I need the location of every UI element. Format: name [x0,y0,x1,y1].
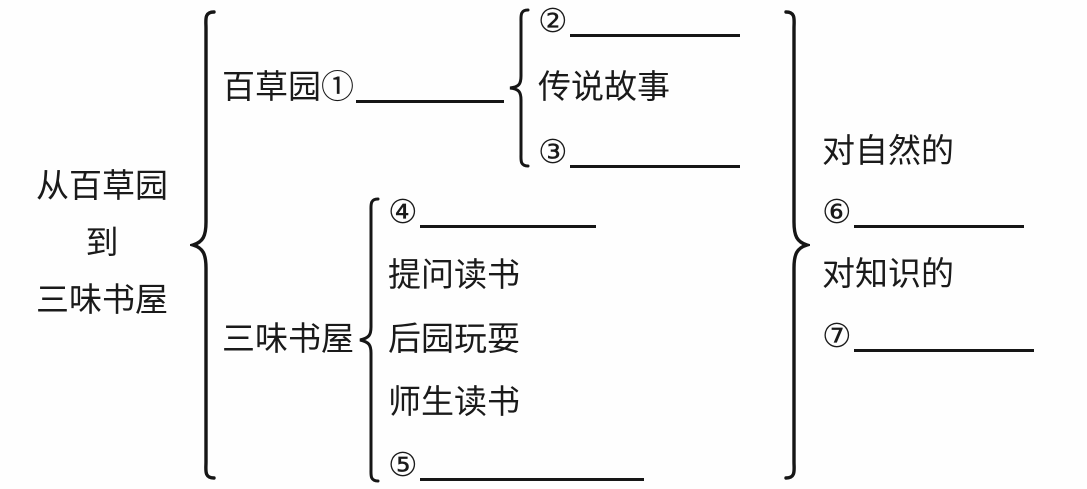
blank-line-4 [419,225,596,228]
group-label-sanweishuwu: 三味书屋 [222,321,354,358]
group1-items: ② 传说故事 ③ [538,6,740,170]
brace-right-icon [784,9,810,480]
item-text: 后园玩耍 [388,321,520,358]
item-text: 师生读书 [388,384,520,421]
brace-group1-icon [508,8,530,168]
group-sanweishuwu: 三味书屋 ④ 提问读书 后园玩耍 师生读书 [222,197,782,483]
branches: 百草园① ② 传说故事 ③ 三味书屋 [222,0,782,489]
item-text: ④ [388,195,418,231]
group-label-text: 百草园① [222,69,354,106]
root-title-line: 从百草园 [36,169,168,206]
item-text: 对知识的 [822,257,954,293]
tree-item: ② [538,6,740,39]
group-label-text: 三味书屋 [222,321,354,358]
root-title-line: 到 [85,226,119,263]
brace-group2-icon [358,197,380,483]
group2-items: ④ 提问读书 后园玩耍 师生读书 ⑤ [388,197,644,483]
item-text: ③ [538,135,568,171]
group-label-baicaoyuan: 百草园① [222,69,504,106]
conclusion-item: 对知识的 [822,253,1034,298]
item-text: 传说故事 [538,69,670,106]
group-baicaoyuan: 百草园① ② 传说故事 ③ [222,6,782,170]
root-title-line: 三味书屋 [36,282,168,319]
item-text: 提问读书 [388,258,520,295]
tree-item: ③ [538,137,740,170]
blank-line-1 [356,99,504,103]
root-title: 从百草园 到 三味书屋 [18,159,186,329]
blank-line-7 [853,348,1034,352]
conclusion-item: ⑦ [822,315,1034,360]
tree-item: 提问读书 [388,260,644,293]
blank-line-5 [419,478,644,481]
tree-item: ⑤ [388,450,644,483]
item-text: ⑥ [822,195,852,232]
item-text: ⑤ [388,448,418,484]
conclusion-item: 对自然的 [822,130,1034,175]
blank-line-3 [569,165,740,168]
conclusion: 对自然的 ⑥ 对知识的 ⑦ [822,130,1034,359]
item-text: ② [538,4,568,40]
conclusion-item: ⑥ [822,191,1034,236]
tree-item: ④ [388,197,644,230]
tree-item: 后园玩耍 [388,321,644,358]
item-text: ⑦ [822,318,852,355]
brace-left-icon [190,9,216,480]
item-text: 对自然的 [822,133,954,170]
blank-line-2 [569,34,740,37]
blank-line-6 [853,225,1024,229]
tree-item: 师生读书 [388,384,644,421]
tree-item: 传说故事 [538,69,740,106]
